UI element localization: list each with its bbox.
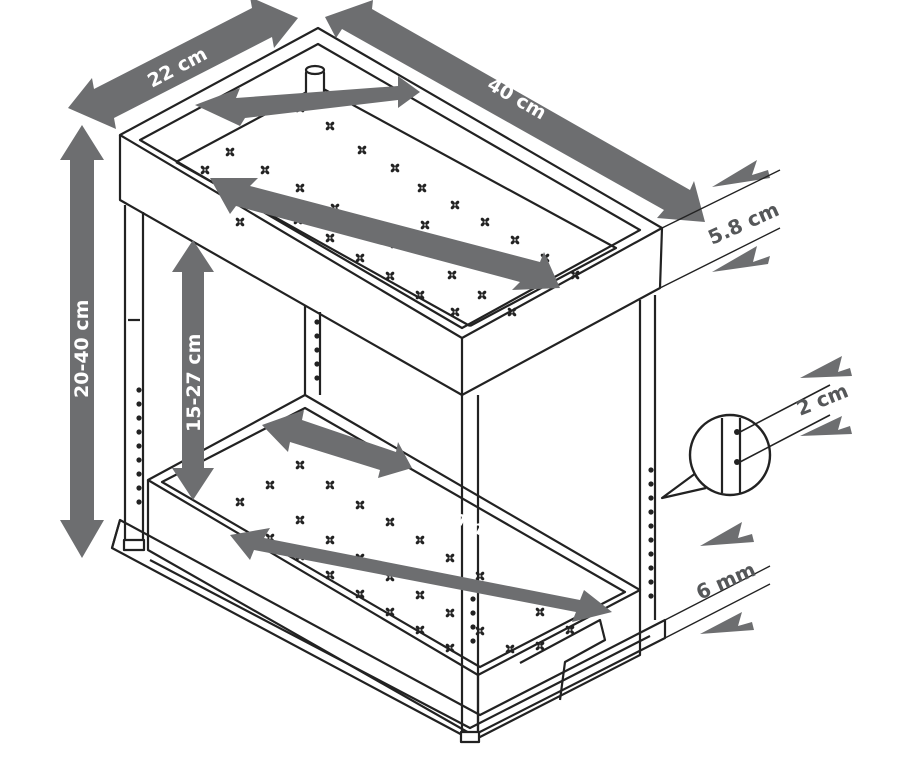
clearance-arrow bbox=[172, 240, 214, 500]
inner-depth-bottom-arrow bbox=[262, 410, 412, 478]
hole-spacing-arrow-down bbox=[800, 416, 852, 436]
top-tray-arrow-down bbox=[712, 246, 770, 272]
height-label: 20-40 cm bbox=[71, 300, 93, 398]
inner-length-top-arrow bbox=[210, 178, 560, 290]
magnifier-callout-icon bbox=[660, 384, 831, 500]
inner-depth-top-arrow bbox=[195, 76, 420, 126]
hole-spacing-arrow-up bbox=[800, 356, 852, 378]
leg-holes bbox=[136, 319, 654, 644]
top-tray-height-label: 5.8 cm bbox=[704, 197, 782, 249]
bottom-tray-height-label: 6 mm bbox=[692, 557, 759, 604]
bottom-tray-arrow-up bbox=[700, 522, 754, 546]
bottom-tray-arrow-down bbox=[700, 612, 754, 634]
top-tray-arrow-up bbox=[712, 160, 770, 187]
inner-length-bottom-arrow bbox=[230, 528, 612, 622]
clearance-label: 15-27 cm bbox=[183, 334, 205, 432]
depth-arrow bbox=[68, 0, 298, 129]
hole-spacing-label: 2 cm bbox=[793, 378, 852, 420]
length-arrow bbox=[325, 0, 705, 222]
dimension-guides bbox=[659, 169, 781, 639]
dimension-arrows bbox=[60, 0, 852, 634]
height-arrow bbox=[60, 125, 104, 558]
